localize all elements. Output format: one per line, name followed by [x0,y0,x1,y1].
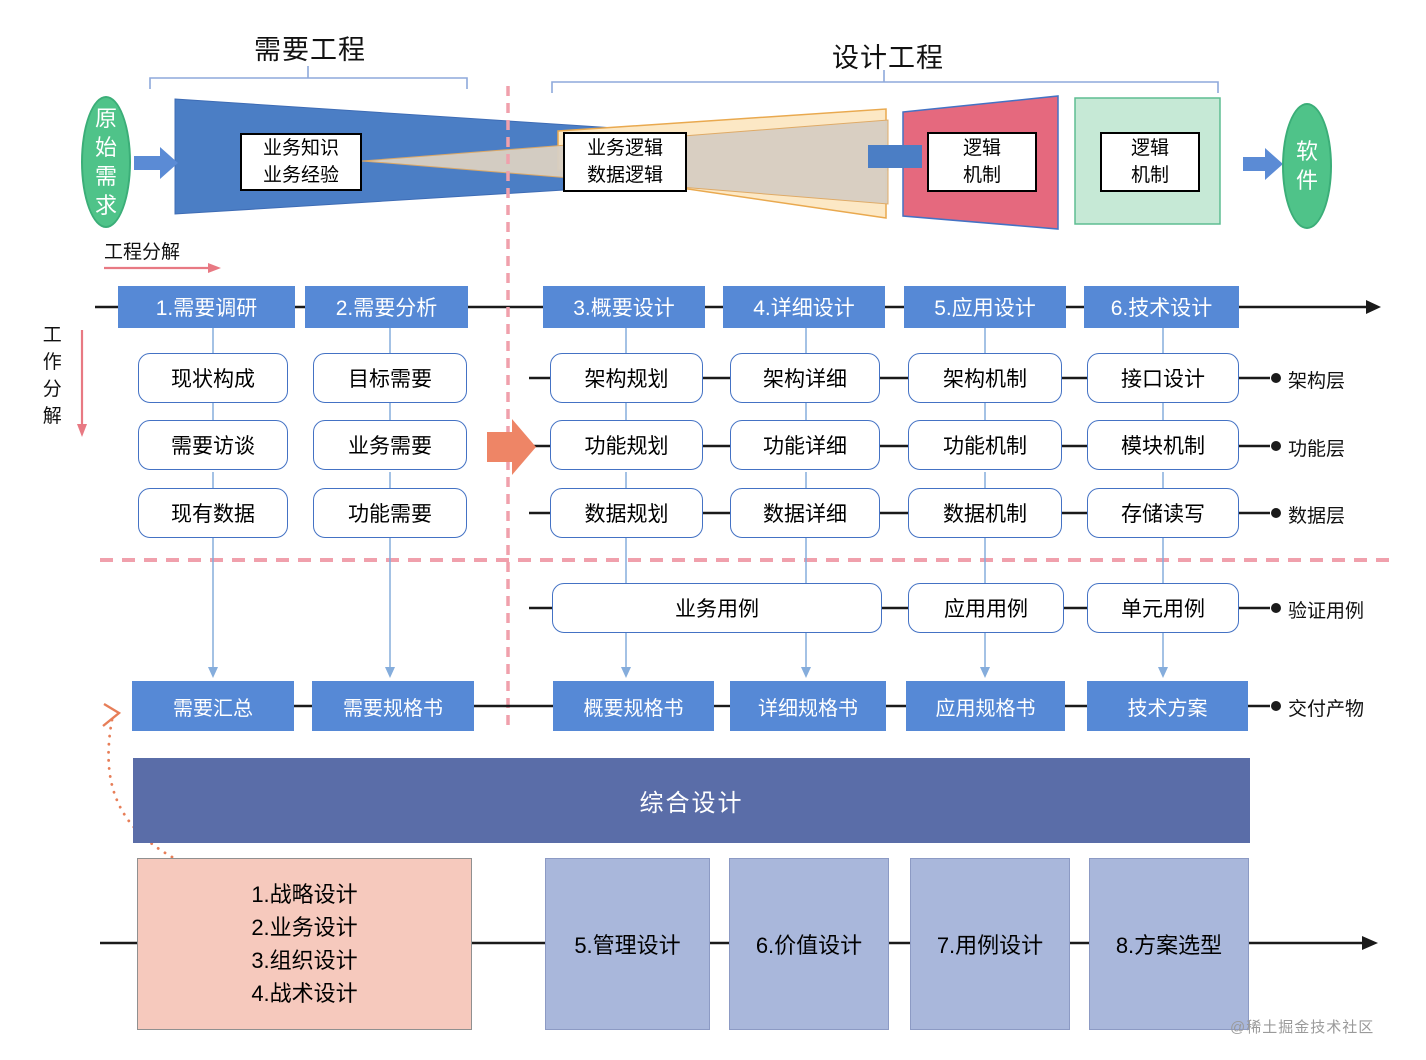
section-brackets [149,66,1219,93]
watermark: @稀土掘金技术社区 [1230,1019,1375,1036]
task-box: 功能规划 [550,420,703,470]
task-box: 模块机制 [1087,420,1239,470]
column-connector-arrowheads [208,667,1168,678]
deliverable-box: 技术方案 [1087,681,1248,731]
phase-box-5: 5.应用设计 [904,286,1066,328]
layer-label: 架构层 [1288,371,1346,392]
task-box: 功能需要 [313,488,467,538]
row-connectors [294,376,1270,708]
bottom-phase-box: 6.价值设计 [729,858,889,1030]
deliverable-row-label: 交付产物 [1288,699,1365,720]
phase-box-3: 3.概要设计 [543,286,705,328]
task-box: 架构机制 [908,353,1062,403]
logic-box: 业务逻辑 数据逻辑 [563,132,687,192]
phase-box-6: 6.技术设计 [1084,286,1239,328]
usecase-box-unit: 单元用例 [1087,583,1239,633]
target-label: 软件 [1295,139,1318,193]
arrow-source-to-funnel [134,147,178,179]
task-box: 功能详细 [730,420,880,470]
task-box: 接口设计 [1087,353,1239,403]
task-box: 架构规划 [550,353,703,403]
deliverable-box: 概要规格书 [553,681,714,731]
task-box: 数据规划 [550,488,703,538]
design-bracket-shape [551,70,1219,93]
deliverable-box: 应用规格书 [906,681,1065,731]
phase-box-4: 4.详细设计 [723,286,885,328]
task-box: 数据详细 [730,488,880,538]
bottom-phase-box: 5.管理设计 [545,858,710,1030]
column-connectors [212,328,1164,668]
task-box: 现有数据 [138,488,288,538]
mechanism-box-1: 逻辑 机制 [927,132,1037,192]
bottom-phase-box: 7.用例设计 [910,858,1070,1030]
mechanism-box-2: 逻辑 机制 [1100,132,1200,192]
requirements-bracket-shape [149,66,468,89]
task-box: 存储读写 [1087,488,1239,538]
layer-label: 功能层 [1288,439,1346,460]
feedback-dotted-arrow [102,702,174,859]
label-bullets [1271,373,1281,711]
source-label: 原始需求 [94,106,117,218]
phase-box-1: 1.需要调研 [118,286,295,328]
task-box: 功能机制 [908,420,1062,470]
arrow-to-target [1243,148,1283,180]
deliverable-box: 详细规格书 [730,681,886,731]
source-ellipse: 原始需求 [81,96,131,228]
usecase-row-label: 验证用例 [1288,601,1365,622]
target-ellipse: 软件 [1282,103,1332,229]
blue-band [868,145,922,168]
task-box: 数据机制 [908,488,1062,538]
usecase-box-application: 应用用例 [908,583,1064,633]
task-box: 需要访谈 [138,420,288,470]
usecase-box-business: 业务用例 [552,583,882,633]
task-box: 业务需要 [313,420,467,470]
bottom-phase-box: 8.方案选型 [1089,858,1249,1030]
deliverable-box: 需要汇总 [132,681,294,731]
work-decomposition-text: 工作分解 [42,325,62,427]
work-decomposition-label: 工作分解 [42,322,68,430]
deliverable-box: 需要规格书 [312,681,474,731]
integrated-design-bar: 综合设计 [133,758,1250,843]
flow-arrows [134,147,1283,180]
knowledge-box: 业务知识 业务经验 [240,133,362,191]
phase-box-2: 2.需要分析 [305,286,468,328]
strategy-design-box: 1.战略设计 2.业务设计 3.组织设计 4.战术设计 [137,858,472,1030]
task-box: 现状构成 [138,353,288,403]
layer-label: 数据层 [1288,506,1346,527]
task-box: 架构详细 [730,353,880,403]
design-bracket-label: 设计工程 [832,42,944,73]
task-box: 目标需要 [313,353,467,403]
requirements-to-design-arrow [487,419,536,475]
engineering-decomposition-label: 工程分解 [104,242,181,263]
decomposition-arrows [77,263,221,437]
requirements-bracket-label: 需要工程 [254,34,366,65]
